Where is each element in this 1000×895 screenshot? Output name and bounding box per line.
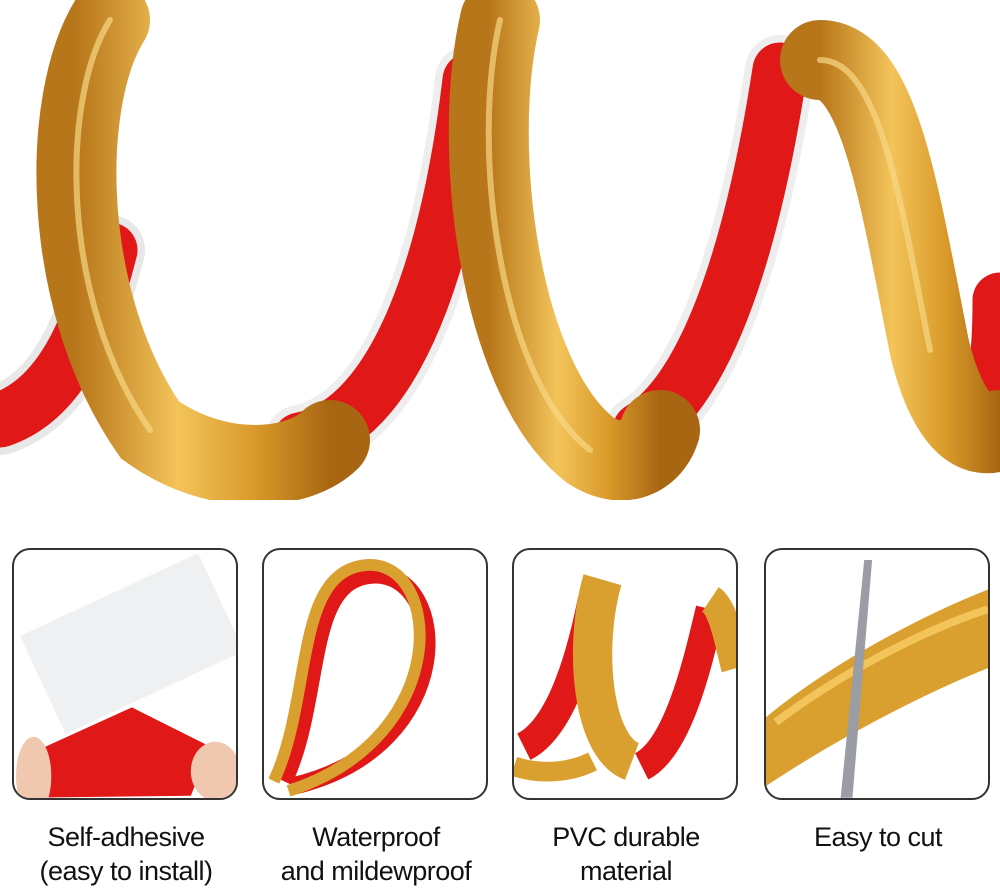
caption-line1: Easy to cut	[813, 822, 943, 852]
feature-panel-adhesive	[12, 548, 238, 800]
caption-easy-cut: Easy to cut	[753, 820, 1000, 854]
feature-panel-cut	[764, 548, 990, 800]
strip-spiral-photo	[514, 574, 736, 782]
caption-line2: material	[579, 856, 673, 886]
caption-line2: and mildewproof	[280, 856, 472, 886]
caption-self-adhesive: Self-adhesive (easy to install)	[1, 820, 251, 888]
caption-pvc: PVC durable material	[501, 820, 751, 888]
adhesive-peel-photo	[15, 553, 236, 798]
caption-line1: PVC durable	[552, 822, 700, 852]
scissors-cut-photo	[766, 560, 988, 798]
strip-loop-photo	[268, 559, 436, 797]
feature-panel-pvc	[512, 548, 738, 800]
feature-panel-waterproof	[262, 548, 488, 800]
caption-line1: Waterproof	[312, 822, 440, 852]
gold-trim-strip-spiral-photo	[0, 0, 1000, 500]
caption-line2: (easy to install)	[39, 856, 213, 886]
caption-line1: Self-adhesive	[47, 822, 205, 852]
caption-waterproof: Waterproof and mildewproof	[251, 820, 501, 888]
